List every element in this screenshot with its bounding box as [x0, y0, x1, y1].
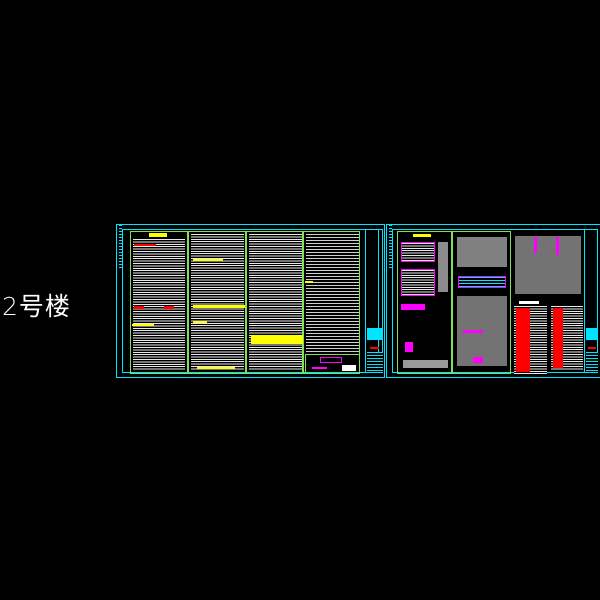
title-block-stamp	[367, 328, 383, 340]
yellow-note	[197, 367, 235, 369]
white-detail	[515, 236, 581, 294]
magenta-detail	[401, 304, 425, 310]
details-column-1	[397, 231, 452, 374]
design-notes-sheet[interactable]	[116, 224, 385, 378]
notes-text	[191, 234, 244, 371]
binding-strip	[389, 225, 392, 269]
yellow-note	[193, 305, 245, 308]
detail-box	[305, 354, 360, 374]
sheet-inner-frame	[122, 229, 379, 373]
title-block-rows	[367, 352, 383, 372]
details-sheet[interactable]	[386, 224, 600, 378]
title-block	[365, 229, 383, 373]
steel-list-2	[551, 306, 583, 370]
schedule-table	[401, 242, 435, 262]
yellow-note	[251, 335, 303, 344]
notes-text	[133, 239, 185, 371]
schedule-table	[401, 269, 435, 296]
yellow-note	[193, 321, 207, 323]
cyan-table	[458, 276, 506, 288]
title-block	[584, 229, 598, 373]
yellow-note	[132, 324, 154, 326]
red-list-column	[553, 308, 563, 368]
title-block-stamp	[586, 328, 598, 340]
column-title	[413, 234, 431, 237]
details-column-2	[452, 231, 511, 374]
magenta-detail	[463, 330, 483, 333]
yellow-note	[305, 281, 313, 283]
notes-text	[306, 234, 359, 354]
white-detail	[403, 360, 448, 368]
magenta-detail	[473, 357, 483, 363]
notes-column-2	[188, 231, 246, 374]
magenta-detail	[534, 237, 537, 253]
red-note	[134, 306, 144, 309]
title-block-mark	[370, 347, 379, 349]
magenta-detail	[320, 357, 342, 363]
magenta-detail	[312, 367, 327, 369]
white-detail	[457, 237, 507, 267]
title-block-rows	[586, 352, 598, 372]
steel-list-title	[519, 301, 539, 304]
details-column-3	[511, 231, 585, 374]
magenta-detail	[556, 237, 559, 255]
red-note	[164, 306, 174, 309]
white-detail	[342, 365, 356, 371]
white-detail	[438, 242, 448, 292]
binding-strip	[119, 225, 122, 269]
notes-column-1	[130, 231, 188, 374]
magenta-detail	[405, 342, 413, 352]
notes-text	[249, 234, 302, 371]
steel-list-1	[514, 306, 547, 374]
building-label: 2号楼	[2, 292, 71, 321]
notes-column-3	[246, 231, 303, 374]
title-block-mark	[588, 347, 596, 349]
red-note	[134, 244, 156, 246]
red-list-column	[516, 308, 530, 372]
notes-column-4	[303, 231, 360, 374]
column-title	[149, 233, 167, 237]
yellow-note	[193, 259, 223, 261]
